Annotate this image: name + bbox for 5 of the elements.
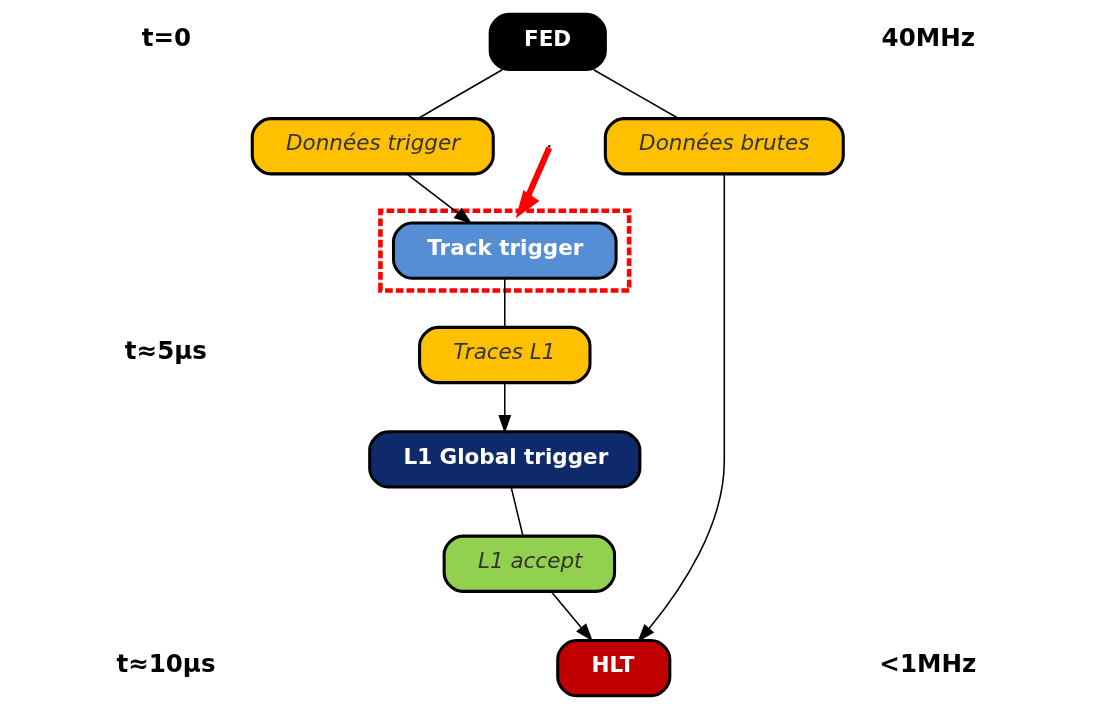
label: 40MHz: [881, 23, 975, 53]
label: <1MHz: [878, 649, 976, 679]
label: t=0: [141, 23, 191, 53]
label: t≈5μs: [124, 336, 207, 366]
label: t≈10μs: [115, 649, 216, 679]
